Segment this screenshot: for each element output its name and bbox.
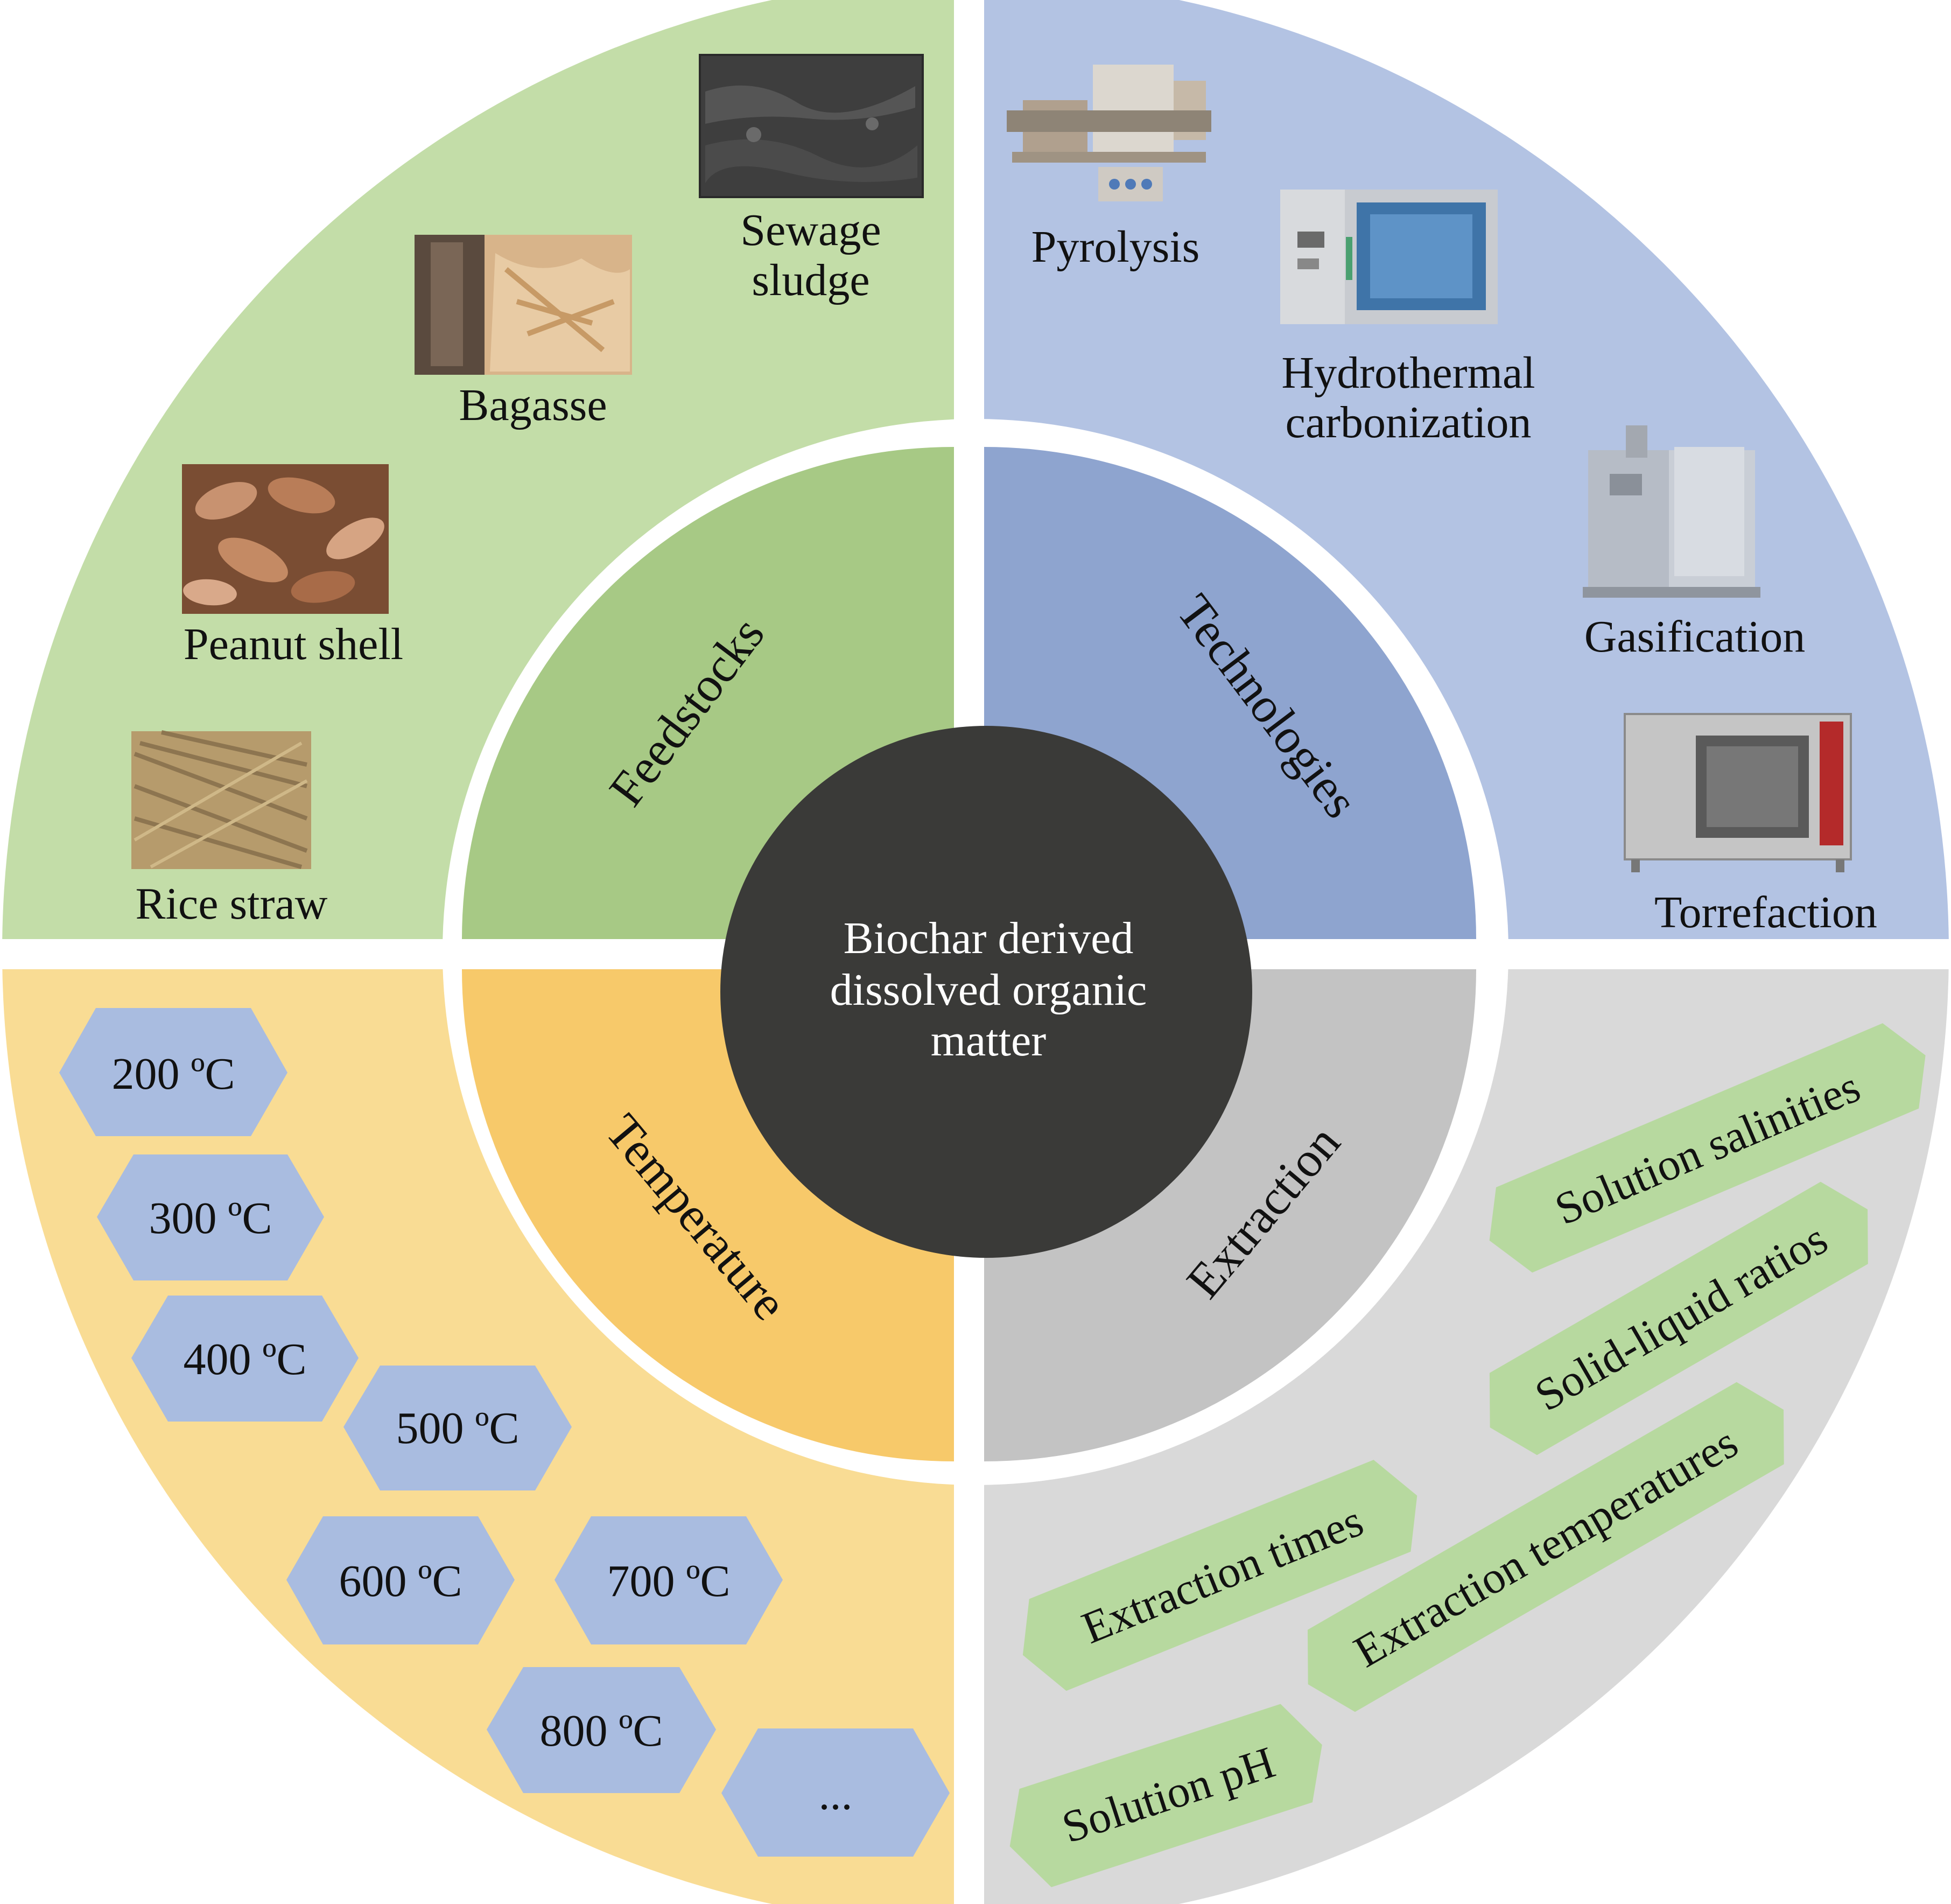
- torrefaction-oven-image: [1624, 713, 1852, 872]
- torrefaction-label: Torrefaction: [1654, 887, 1877, 937]
- temp-hex-500: 500 ºC: [343, 1366, 572, 1490]
- peanut-shell-item: Peanut shell: [182, 464, 403, 669]
- temp-hex-more: ...: [721, 1728, 950, 1857]
- sewage-sludge-label-2: sludge: [752, 255, 869, 305]
- bagasse-label: Bagasse: [459, 380, 607, 430]
- temp-hex-200: 200 ºC: [59, 1008, 287, 1136]
- temp-hex-300-label: 300 ºC: [149, 1193, 272, 1243]
- gasification-label: Gasification: [1584, 612, 1806, 662]
- temperature-items: 200 ºC 300 ºC 400 ºC 500 ºC 600 ºC 700 º…: [59, 1008, 950, 1857]
- pyrolysis-item: Pyrolysis: [1007, 65, 1211, 272]
- bagasse-image: [415, 235, 632, 375]
- peanut-shell-label: Peanut shell: [184, 619, 403, 669]
- center-line-3: matter: [931, 1016, 1047, 1066]
- sewage-sludge-label-1: Sewage: [740, 205, 881, 255]
- temp-hex-400: 400 ºC: [131, 1296, 359, 1422]
- temp-hex-200-label: 200 ºC: [111, 1049, 235, 1099]
- hydrothermal-label-2: carbonization: [1285, 397, 1531, 447]
- pyrolysis-label: Pyrolysis: [1031, 222, 1200, 272]
- temp-hex-700: 700 ºC: [555, 1516, 783, 1644]
- gasification-reactor-image: [1583, 425, 1760, 598]
- temp-hex-more-label: ...: [819, 1769, 853, 1819]
- temp-hex-600: 600 ºC: [286, 1516, 515, 1644]
- center-circle: [720, 726, 1252, 1258]
- hydrothermal-oven-image: [1280, 190, 1498, 324]
- temp-hex-700-label: 700 ºC: [607, 1556, 730, 1606]
- rice-straw-label: Rice straw: [136, 879, 328, 929]
- hydrothermal-label-1: Hydrothermal: [1281, 348, 1535, 398]
- rice-straw-item: Rice straw: [131, 730, 328, 929]
- temp-hex-800-label: 800 ºC: [539, 1706, 663, 1756]
- pyrolysis-furnace-image: [1007, 65, 1211, 201]
- temp-hex-400-label: 400 ºC: [183, 1334, 306, 1384]
- hydrothermal-item: Hydrothermal carbonization: [1280, 190, 1535, 447]
- center-line-2: dissolved organic: [830, 965, 1147, 1015]
- gasification-item: Gasification: [1583, 425, 1805, 662]
- temp-hex-300: 300 ºC: [97, 1154, 324, 1280]
- temp-hex-500-label: 500 ºC: [396, 1403, 519, 1453]
- rice-straw-image: [131, 730, 311, 869]
- temp-hex-600-label: 600 ºC: [339, 1556, 462, 1606]
- sewage-sludge-item: Sewage sludge: [699, 54, 924, 305]
- peanut-shell-image: [182, 464, 389, 614]
- bagasse-item: Bagasse: [415, 235, 632, 430]
- torrefaction-item: Torrefaction: [1624, 713, 1877, 937]
- center-line-1: Biochar derived: [844, 913, 1134, 963]
- temp-hex-800: 800 ºC: [487, 1667, 716, 1793]
- sewage-sludge-image: [699, 54, 924, 198]
